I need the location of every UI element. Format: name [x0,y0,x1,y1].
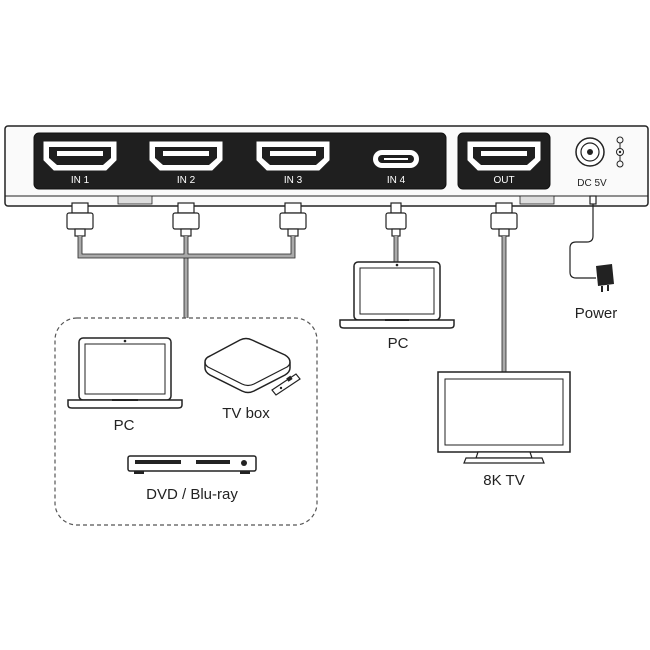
label-8k-tv: 8K TV [483,472,524,489]
remote-control-icon [271,373,301,396]
hdmi-port-in2 [149,141,223,171]
label-in4: IN 4 [387,175,406,186]
hdmi-plug-out [490,202,518,237]
label-dvd-bluray: DVD / Blu-ray [146,486,238,503]
usbc-plug-in4 [385,202,407,237]
hdmi-plug-in2 [172,202,200,237]
input-panel [33,132,447,190]
laptop-icon-pc [67,337,183,409]
hdmi-port-in3 [256,141,330,171]
dc-jack [575,137,605,167]
power-adapter-icon [596,264,614,292]
label-pc: PC [114,417,135,434]
polarity-icon [616,136,624,168]
hdmi-plug-in1 [66,202,94,237]
tv-box-icon [204,337,291,394]
source-devices-group [54,317,318,526]
label-in2: IN 2 [177,175,196,186]
label-power: Power [575,305,618,322]
label-in1: IN 1 [71,175,90,186]
label-pc-usbc: PC [388,335,409,352]
usbc-port-in4 [373,150,419,168]
laptop-icon-usbc [339,261,455,329]
label-out: OUT [493,175,514,186]
label-tv-box: TV box [222,405,270,422]
hdmi-port-out [467,141,541,171]
label-in3: IN 3 [284,175,303,186]
dvd-player-icon [127,455,257,474]
power-cable [569,195,597,279]
cables [78,236,506,372]
hdmi-port-in1 [43,141,117,171]
tv-icon [437,371,571,464]
label-dc5v: DC 5V [577,178,607,189]
hdmi-plug-in3 [279,202,307,237]
